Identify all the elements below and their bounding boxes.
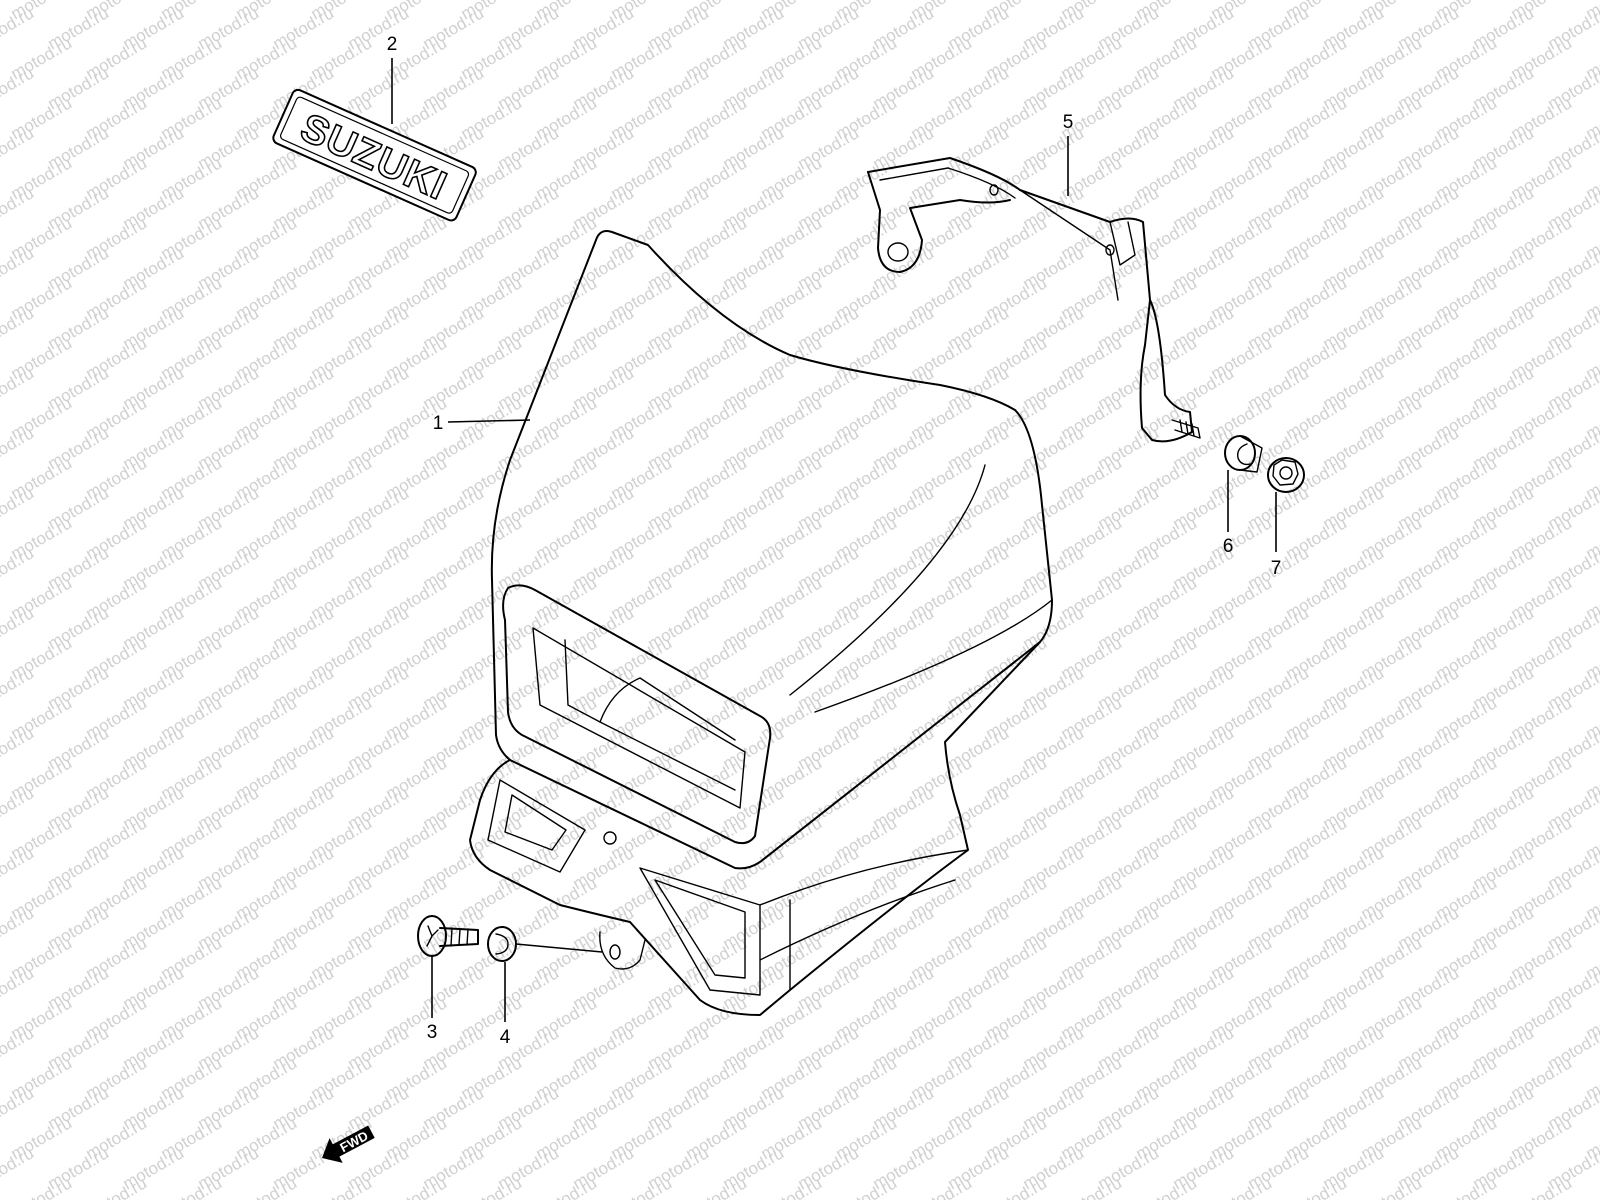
watermark-text: motod.ru [8, 1173, 76, 1200]
watermark-text: motod.ru [0, 123, 37, 173]
callout-5: 5 [1063, 112, 1074, 133]
watermark-text: motod.ru [158, 1173, 226, 1200]
watermark-text: motod.ru [0, 843, 37, 893]
watermark-text: motod.ru [1133, 1173, 1201, 1200]
watermark-text: motod.ru [608, 1173, 676, 1200]
watermark-text: motod.ru [0, 303, 37, 353]
watermark-text: motod.ru [0, 783, 37, 833]
watermark-text: motod.ru [1508, 1173, 1576, 1200]
watermark-text: motod.ru [0, 1143, 37, 1193]
watermark-text: motod.ru [0, 663, 37, 713]
callout-1: 1 [433, 413, 444, 434]
watermark-text: motod.ru [833, 1173, 901, 1200]
watermark-text: motod.ru [0, 243, 37, 293]
leader-1 [447, 419, 531, 423]
watermark-text: motod.ru [233, 1173, 301, 1200]
callout-6: 6 [1223, 536, 1234, 557]
watermark-text: motod.ru [1358, 1173, 1426, 1200]
watermark-text: motod.ru [683, 1173, 751, 1200]
watermark-text: motod.ru [983, 1173, 1051, 1200]
watermark-text: motod.ru [0, 363, 37, 413]
watermark-text: motod.ru [1058, 1173, 1126, 1200]
callout-7: 7 [1271, 558, 1282, 579]
watermark-text: motod.ru [1433, 1173, 1501, 1200]
watermark-text: motod.ru [0, 723, 37, 773]
watermark-text: motod.ru [0, 603, 37, 653]
watermark-text: motod.ru [1583, 1173, 1600, 1200]
watermark-text: motod.ru [533, 1173, 601, 1200]
watermark-text: motod.ru [1283, 1173, 1351, 1200]
watermark-text: motod.ru [383, 1173, 451, 1200]
watermark-text: motod.ru [458, 1173, 526, 1200]
watermark-text: motod.ru [83, 1173, 151, 1200]
watermark-text: motod.ru [0, 63, 37, 113]
watermark-text: motod.ru [0, 963, 37, 1013]
watermark-text: motod.ru [0, 1083, 37, 1133]
watermark-text: motod.ru [758, 1173, 826, 1200]
callout-3: 3 [427, 1022, 438, 1043]
watermark-text: motod.ru [1208, 1173, 1276, 1200]
callout-4: 4 [500, 1027, 511, 1048]
watermark-text: motod.ru [308, 1173, 376, 1200]
watermark-text: motod.ru [0, 1023, 37, 1073]
watermark-text: motod.ru [0, 3, 37, 53]
watermark-text: motod.ru [0, 483, 37, 533]
watermark-text: motod.ru [908, 1173, 976, 1200]
watermark-text: motod.ru [0, 423, 37, 473]
watermark-text: motod.ru [0, 903, 37, 953]
watermark-text: motod.ru [0, 183, 37, 233]
callout-2: 2 [387, 34, 398, 55]
watermark-text: motod.ru [0, 543, 37, 593]
